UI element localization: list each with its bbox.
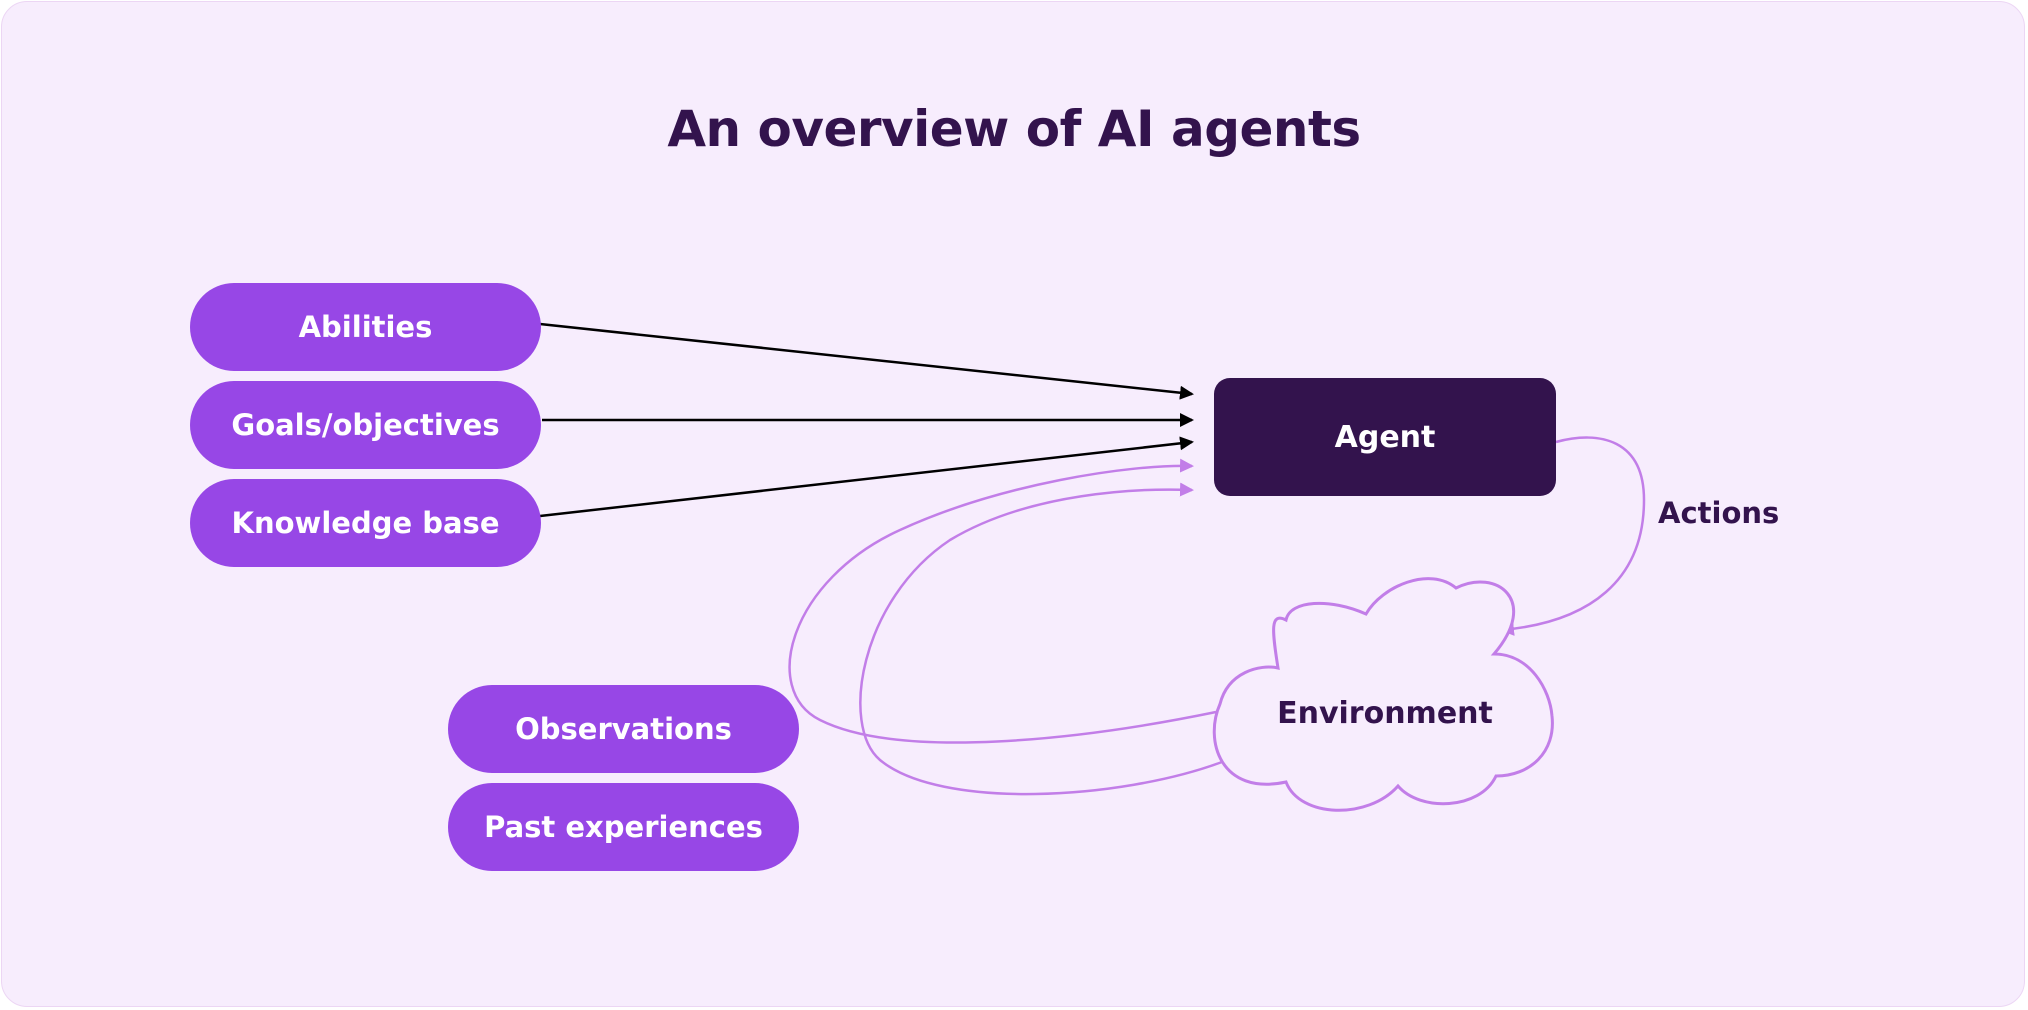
pill-goals-objectives-label: Goals/objectives xyxy=(231,408,500,442)
actions-label: Actions xyxy=(1658,496,1780,530)
environment-cloud xyxy=(1212,577,1554,812)
page-title: An overview of AI agents xyxy=(667,100,1361,158)
arrow-actions xyxy=(1500,436,1646,636)
arrow-abilities-to-agent xyxy=(539,322,1194,400)
agent-label: Agent xyxy=(1334,419,1436,455)
agent-node: Agent xyxy=(1214,378,1556,496)
arrow-past-experiences-feedback xyxy=(859,482,1223,796)
pill-abilities: Abilities xyxy=(190,283,541,371)
pill-knowledge-base: Knowledge base xyxy=(190,479,541,567)
pill-abilities-label: Abilities xyxy=(298,310,433,344)
pill-observations: Observations xyxy=(448,685,799,773)
pill-knowledge-base-label: Knowledge base xyxy=(231,506,500,540)
pill-past-experiences: Past experiences xyxy=(448,783,799,871)
arrow-knowledge-to-agent xyxy=(539,436,1194,518)
environment-label: Environment xyxy=(1277,696,1493,731)
pill-observations-label: Observations xyxy=(515,712,732,746)
pill-goals-objectives: Goals/objectives xyxy=(190,381,541,469)
arrow-observations-feedback xyxy=(788,458,1217,744)
pill-past-experiences-label: Past experiences xyxy=(484,810,763,844)
